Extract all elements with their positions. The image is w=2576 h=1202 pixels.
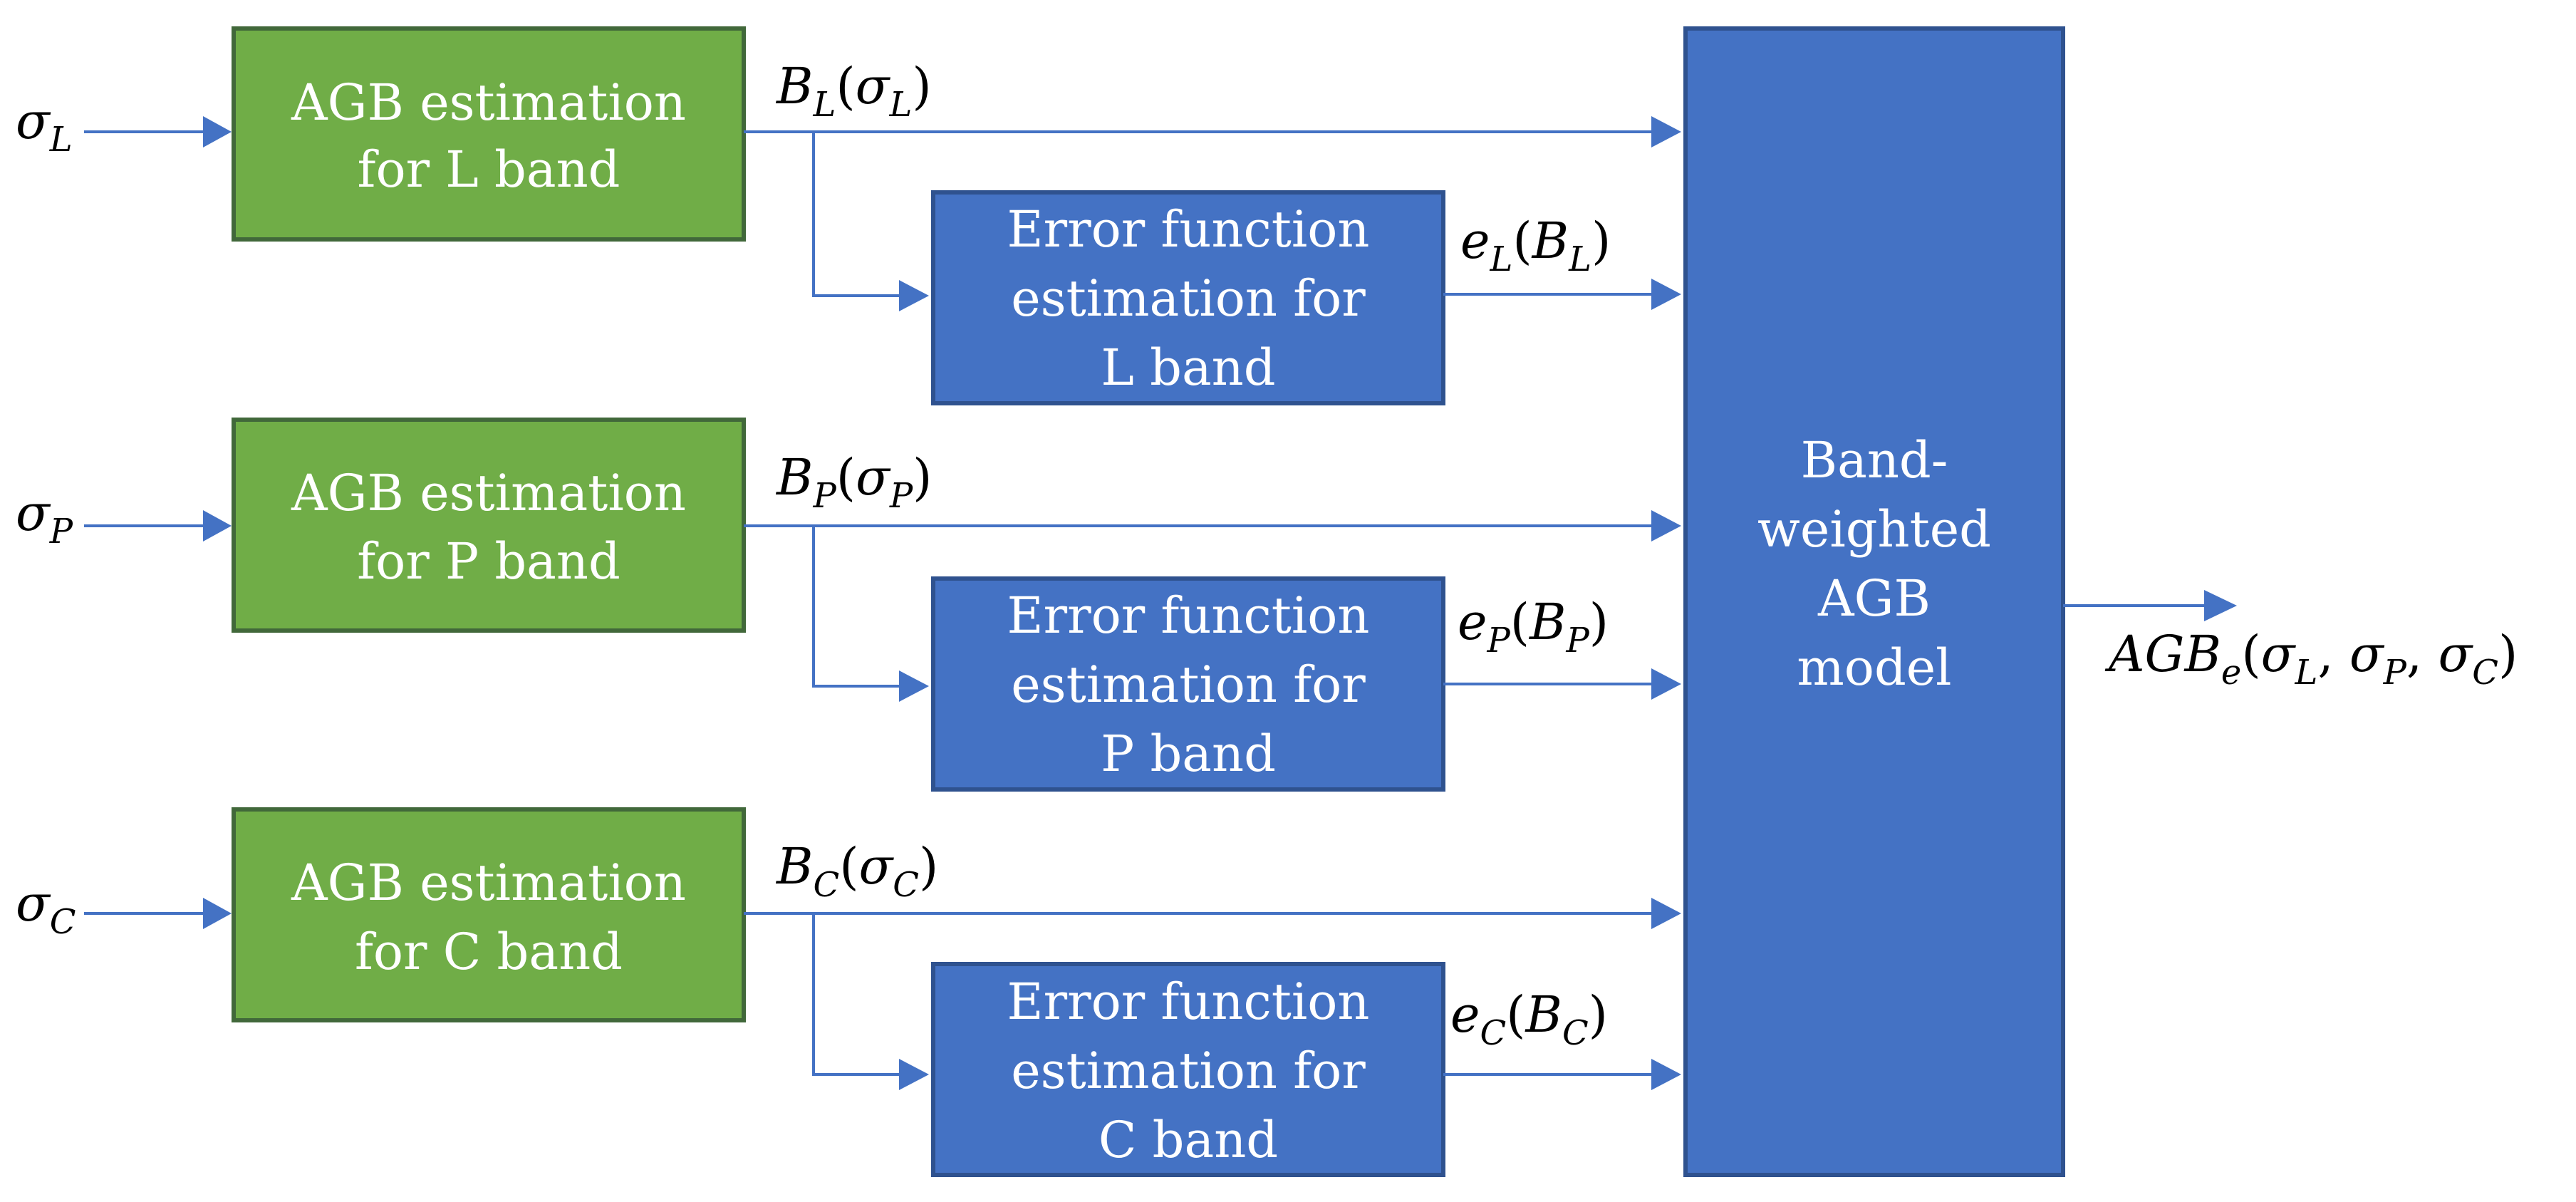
input-arrowhead-c <box>203 898 232 929</box>
error-function-p-box <box>931 576 1445 792</box>
input-sigma-c: σC <box>16 874 76 942</box>
error-box-p-line2: estimation for <box>1011 656 1366 714</box>
error-box-p-line3: P band <box>1101 725 1276 783</box>
error-output-arrowhead-c <box>1651 1059 1681 1090</box>
error-output-arrowhead-l <box>1651 279 1681 310</box>
band-c-row: σC AGB estimation for C band BC(σC) Erro… <box>16 807 1681 1177</box>
agb-box-p-line2: for P band <box>357 532 620 591</box>
agb-box-c-line1: AGB estimation <box>291 854 686 912</box>
agb-output-label-l: BL(σL) <box>775 57 932 125</box>
agb-box-p-line1: AGB estimation <box>291 464 686 522</box>
branch-arrowhead-l <box>899 280 929 311</box>
agb-estimation-p-box <box>232 418 746 633</box>
band-l-row: σL AGB estimation for L band BL(σL) Erro… <box>16 26 1681 405</box>
error-box-c-line3: C band <box>1099 1111 1278 1169</box>
agb-output-arrowhead-l <box>1651 116 1681 147</box>
band-p-row: σP AGB estimation for P band BP(σP) Erro… <box>16 418 1681 792</box>
final-output-label: AGBe(σL, σP, σC) <box>2104 625 2518 693</box>
branch-line-p <box>812 526 899 688</box>
final-output-arrowhead <box>2204 590 2237 621</box>
error-output-label-p: eP(BP) <box>1458 593 1609 660</box>
error-output-arrowhead-p <box>1651 668 1681 700</box>
agb-box-c-line2: for C band <box>355 923 623 981</box>
input-arrowhead-l <box>203 116 232 147</box>
agb-estimation-c-box <box>232 807 746 1022</box>
input-arrowhead-p <box>203 510 232 542</box>
model-box-line1: Band- <box>1801 431 1948 489</box>
branch-line-c <box>812 913 899 1076</box>
agb-output-label-p: BP(σP) <box>775 448 932 516</box>
error-box-p-line1: Error function <box>1007 586 1370 645</box>
model-group: Band- weighted AGB model AGBe(σL, σP, σC… <box>1683 26 2518 1177</box>
branch-line-l <box>812 132 899 297</box>
error-function-c-box <box>931 962 1445 1177</box>
agb-box-l-line1: AGB estimation <box>291 73 686 132</box>
branch-arrowhead-c <box>899 1059 929 1090</box>
agb-box-l-line2: for L band <box>358 140 620 199</box>
agb-output-arrowhead-c <box>1651 898 1681 929</box>
branch-arrowhead-p <box>899 670 929 702</box>
error-box-l-line3: L band <box>1101 338 1275 397</box>
error-box-l-line2: estimation for <box>1011 269 1366 328</box>
input-sigma-l: σL <box>16 92 73 160</box>
model-box-line2: weighted <box>1757 500 1991 559</box>
model-box-line3: AGB <box>1817 569 1931 628</box>
model-box-line4: model <box>1797 638 1951 697</box>
error-function-l-box <box>931 190 1445 405</box>
error-output-label-l: eL(BL) <box>1460 212 1611 279</box>
error-output-label-c: eC(BC) <box>1450 985 1608 1053</box>
band-weighted-model-box <box>1683 26 2065 1177</box>
agb-estimation-l-box <box>232 26 746 242</box>
error-box-c-line2: estimation for <box>1011 1042 1366 1100</box>
error-box-c-line1: Error function <box>1007 973 1370 1031</box>
agb-output-label-c: BC(σC) <box>775 837 938 905</box>
input-sigma-p: σP <box>16 484 73 551</box>
agb-output-arrowhead-p <box>1651 510 1681 542</box>
error-box-l-line1: Error function <box>1007 200 1370 259</box>
